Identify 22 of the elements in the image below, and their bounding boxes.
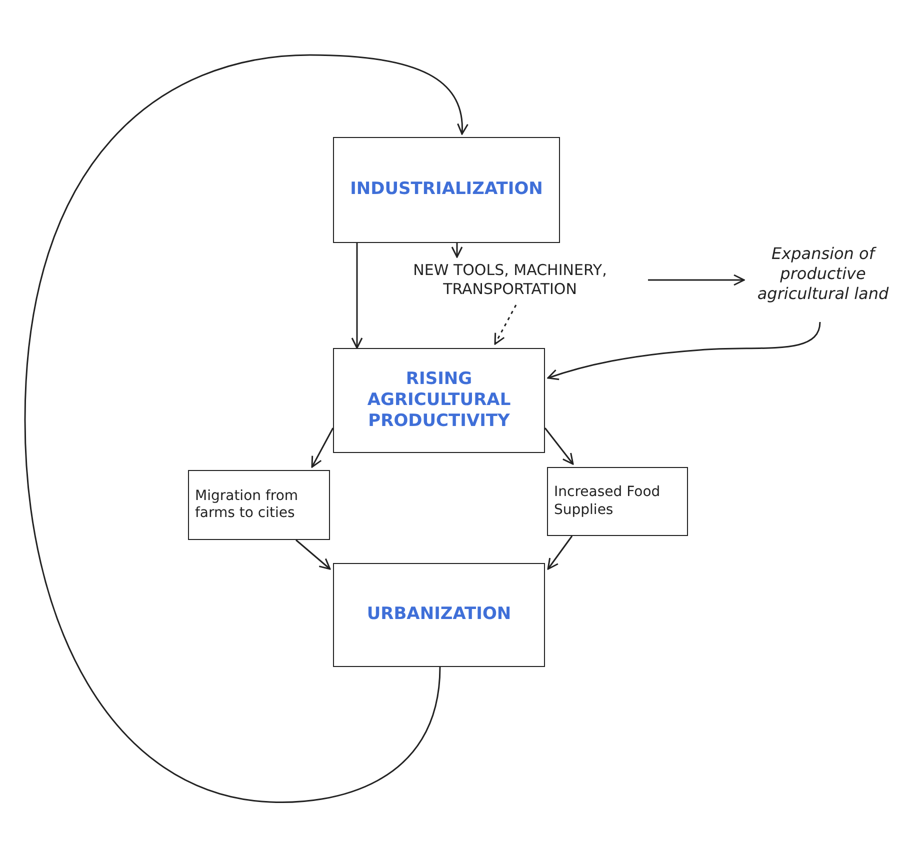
arrow xyxy=(547,536,573,570)
arrow xyxy=(451,243,463,258)
process-box xyxy=(188,470,330,540)
arrow xyxy=(544,428,574,465)
arrow xyxy=(648,274,745,286)
arrow xyxy=(351,243,363,349)
arrow xyxy=(311,428,334,468)
process-box xyxy=(333,348,545,453)
process-box xyxy=(547,467,688,536)
arrow xyxy=(24,54,468,803)
process-box xyxy=(333,137,560,243)
box-label: RISING AGRICULTURAL PRODUCTIVITY xyxy=(366,368,512,432)
box-label: INDUSTRIALIZATION xyxy=(350,179,543,201)
box-label: Migration from farms to cities xyxy=(195,488,300,522)
arrow xyxy=(547,322,821,380)
box-label: Increased Food Supplies xyxy=(554,484,662,519)
annotation-text: NEW TOOLS, MACHINERY, TRANSPORTATION xyxy=(412,261,608,299)
arrow xyxy=(494,304,517,345)
process-box xyxy=(333,563,545,667)
annotation-text: Expansion of productive agricultural land xyxy=(756,244,890,304)
box-label: URBANIZATION xyxy=(366,604,512,626)
arrow xyxy=(296,539,331,570)
